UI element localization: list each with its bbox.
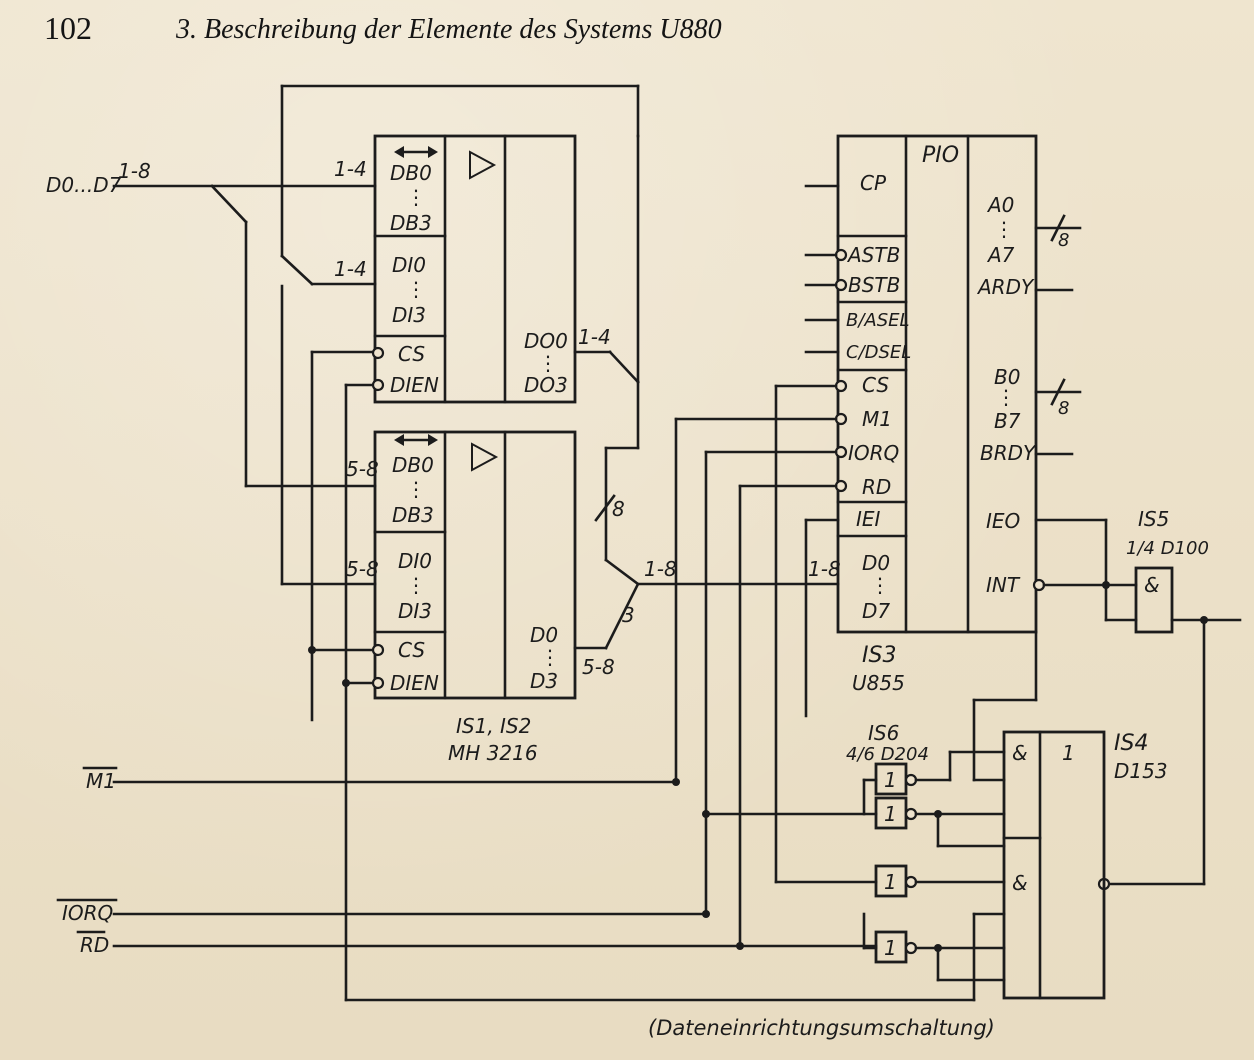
- port-a-width: 8: [1058, 230, 1069, 251]
- output-bus-merge: 1-4 8 1-8 3 5-8 1-8: [573, 134, 841, 679]
- svg-text:⋮: ⋮: [540, 645, 560, 669]
- is4-and-bottom: &: [1012, 871, 1028, 895]
- port-b-width: 8: [1058, 398, 1069, 419]
- pio-pin-brdy: BRDY: [980, 441, 1037, 465]
- pio-pin-a0: A0: [986, 193, 1014, 217]
- pio-title: PIO: [922, 143, 959, 168]
- is1-pin-db0: DB0: [390, 161, 432, 185]
- svg-text:⋮: ⋮: [994, 217, 1014, 241]
- rd-label: RD: [80, 933, 109, 957]
- is1-pin-db3: DB3: [390, 211, 432, 235]
- is2-bus-di: 5-8: [346, 557, 379, 581]
- is2-pin-db0: DB0: [392, 453, 434, 477]
- is2-pin-d3: D3: [530, 669, 558, 693]
- is1-pin-dien: DIEN: [390, 373, 439, 397]
- is1-bus-in: 1-4: [334, 157, 367, 181]
- buffer-triangle-icon: [471, 442, 499, 472]
- is2-pin-db3: DB3: [392, 503, 434, 527]
- pio-label: IS3: [862, 643, 896, 668]
- is1-bus-di: 1-4: [334, 257, 367, 281]
- pio-pin-iorq: IORQ: [848, 441, 899, 465]
- is5-label: IS5: [1138, 507, 1169, 531]
- is12-label: IS1, IS2: [456, 714, 531, 738]
- pio-pin-astb: ASTB: [846, 243, 900, 267]
- pio-type: U855: [852, 671, 905, 695]
- is5-symbol: &: [1144, 573, 1160, 597]
- pio-pin-d0: D0: [862, 551, 890, 575]
- is1-pin-di0: DI0: [392, 253, 426, 277]
- is4-label: IS4: [1114, 731, 1148, 756]
- pio-pin-cp: CP: [860, 171, 887, 195]
- is6-symbol-1: 1: [884, 768, 897, 792]
- is2-pin-di3: DI3: [398, 599, 432, 623]
- is6-symbol-2: 1: [884, 802, 897, 826]
- is1-pin-di3: DI3: [392, 303, 426, 327]
- data-bus-label: D0...D7: [46, 173, 122, 197]
- control-wiring: M1 IORQ RD: [56, 350, 1038, 1002]
- bidirectional-arrow-icon: [394, 434, 438, 446]
- is2-bus-out: 5-8: [582, 655, 615, 679]
- gate-is4: & & 1 IS4 D153: [1002, 730, 1168, 1000]
- pio-pin-cs: CS: [862, 373, 889, 397]
- ic-is1: DB0 ⋮ DB3 DI0 ⋮ DI3 CS DIEN DO0 ⋮ DO3: [371, 134, 577, 404]
- merge-range: 1-8: [644, 557, 677, 581]
- chapter-title: 3. Beschreibung der Elemente des Systems…: [176, 14, 722, 45]
- is4-or-symbol: 1: [1062, 741, 1075, 765]
- svg-text:⋮: ⋮: [406, 277, 426, 301]
- is1-pin-do0: DO0: [524, 329, 568, 353]
- is2-pin-dien: DIEN: [390, 671, 439, 695]
- m1-label: M1: [86, 769, 116, 793]
- is2-bus-in: 5-8: [346, 457, 379, 481]
- is5-type: 1/4 D100: [1126, 538, 1209, 559]
- pio-pin-bstb: BSTB: [848, 273, 900, 297]
- is1-bus-out: 1-4: [578, 325, 611, 349]
- pio-pin-cdsel: C/DSEL: [846, 342, 911, 363]
- is2-pin-di0: DI0: [398, 549, 432, 573]
- ic-pio: PIO CP ASTB BSTB B/ASEL C/DSEL CS M1 IOR…: [674, 134, 1138, 695]
- merge-width: 8: [612, 497, 625, 521]
- gate-is6: IS6 4/6 D204 1 1 1 1: [846, 721, 929, 964]
- pio-pin-basel: B/ASEL: [846, 310, 910, 331]
- pio-pin-m1: M1: [862, 407, 892, 431]
- pio-pin-d7: D7: [862, 599, 890, 623]
- pio-pin-rd: RD: [862, 475, 891, 499]
- is6-symbol-4: 1: [884, 936, 897, 960]
- data-bus-wiring: D0...D7 1-8 1-4 1-4 5-8 5-8: [46, 84, 640, 586]
- gate-is5: & IS5 1/4 D100: [1097, 507, 1242, 891]
- pio-pin-int: INT: [986, 573, 1021, 597]
- pio-pin-a7: A7: [986, 243, 1015, 267]
- svg-text:⋮: ⋮: [406, 185, 426, 209]
- is6-type: 4/6 D204: [846, 744, 929, 765]
- svg-text:⋮: ⋮: [870, 573, 890, 597]
- data-bus-width: 1-8: [118, 159, 151, 183]
- is1-pin-do3: DO3: [524, 373, 568, 397]
- pio-pin-ieo: IEO: [986, 509, 1020, 533]
- is12-type: MH 3216: [448, 741, 538, 765]
- pio-pin-b0: B0: [994, 365, 1020, 389]
- svg-text:⋮: ⋮: [996, 385, 1016, 409]
- bidirectional-arrow-icon: [394, 146, 438, 158]
- is6-symbol-3: 1: [884, 870, 897, 894]
- page-header: 102 3. Beschreibung der Elemente des Sys…: [0, 0, 1254, 60]
- is1-pin-cs: CS: [398, 342, 425, 366]
- is4-and-top: &: [1012, 741, 1028, 765]
- svg-text:⋮: ⋮: [406, 573, 426, 597]
- is2-pin-d0: D0: [530, 623, 558, 647]
- pio-pin-ardy: ARDY: [976, 275, 1035, 299]
- buffer-triangle-icon: [469, 150, 497, 180]
- is4-type: D153: [1114, 759, 1168, 783]
- is2-pin-cs: CS: [398, 638, 425, 662]
- pio-pin-iei: IEI: [856, 507, 881, 531]
- ic-is2: DB0 ⋮ DB3 DI0 ⋮ DI3 CS DIEN D0 ⋮ D3: [371, 430, 577, 700]
- iorq-label: IORQ: [62, 901, 113, 925]
- figure-caption: (Dateneinrichtungsumschaltung): [648, 1016, 995, 1040]
- page-number: 102: [44, 10, 92, 46]
- is6-label: IS6: [868, 721, 899, 745]
- pio-pin-b7: B7: [994, 409, 1021, 433]
- svg-text:⋮: ⋮: [538, 351, 558, 375]
- pio-bus-data: 1-8: [808, 557, 841, 581]
- svg-text:⋮: ⋮: [406, 477, 426, 501]
